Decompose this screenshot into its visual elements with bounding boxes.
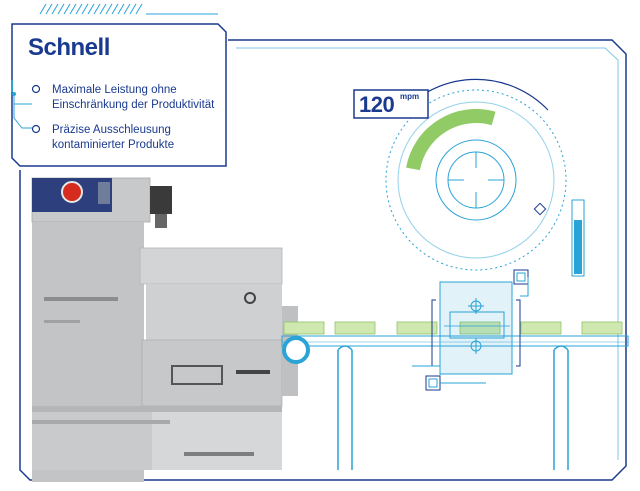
hud-frame bbox=[19, 39, 627, 481]
feature-bullet: Präzise Ausschleusung kontaminierter Pro… bbox=[52, 123, 174, 153]
inspection-machine bbox=[31, 177, 298, 482]
conveyor-leg bbox=[337, 350, 353, 470]
feature-bullet-text: Maximale Leistung ohne Einschränkung der… bbox=[52, 84, 215, 111]
conveyor-leg bbox=[553, 350, 569, 470]
hatch-decoration bbox=[39, 3, 143, 15]
speed-gauge bbox=[353, 78, 567, 271]
conveyor bbox=[281, 321, 629, 470]
product bbox=[283, 321, 325, 335]
speed-value: 120 bbox=[359, 92, 395, 117]
inspection-marker-icon bbox=[513, 269, 529, 297]
speed-gauge-fill bbox=[406, 109, 496, 171]
hud-frame-inner bbox=[236, 47, 619, 460]
card-frame bbox=[11, 23, 227, 167]
product bbox=[334, 321, 376, 335]
product bbox=[581, 321, 623, 335]
product bbox=[459, 321, 501, 335]
product bbox=[520, 321, 562, 335]
feature-bullet: Maximale Leistung ohne Einschränkung der… bbox=[52, 83, 214, 113]
feature-title: Schnell bbox=[28, 34, 110, 61]
product bbox=[396, 321, 438, 335]
gauge-tab bbox=[533, 202, 547, 216]
speed-unit: mpm bbox=[400, 92, 420, 101]
gauge-label-box bbox=[353, 89, 429, 119]
speed-level-bar bbox=[571, 199, 585, 277]
inspection-marker-icon bbox=[412, 365, 486, 391]
inspection-zone bbox=[431, 281, 521, 375]
feature-card bbox=[0, 20, 228, 170]
emergency-stop-icon bbox=[62, 182, 82, 202]
feature-bullet-text: Präzise Ausschleusung kontaminierter Pro… bbox=[52, 124, 175, 151]
